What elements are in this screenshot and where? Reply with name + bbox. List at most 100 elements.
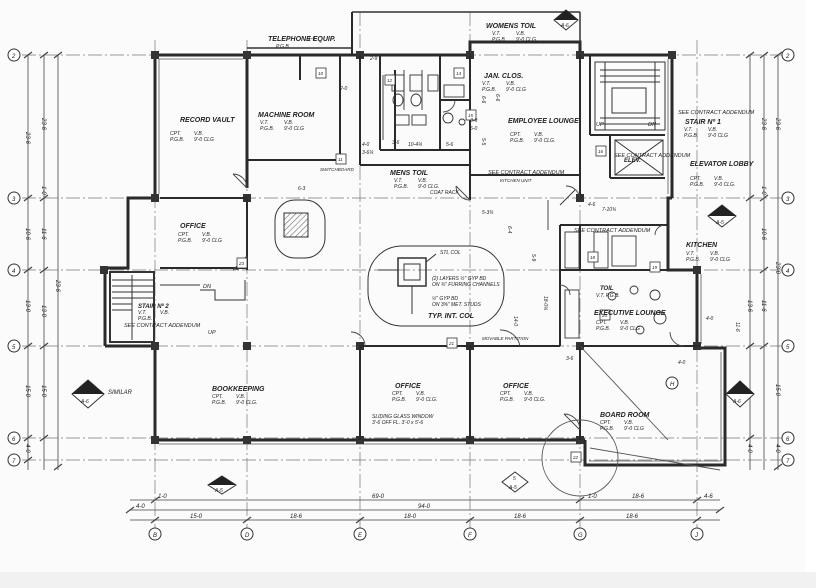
office-east-spec-3: V.B. bbox=[524, 391, 533, 397]
elevator-name: ELEV. bbox=[624, 158, 641, 164]
scan-border-bottom bbox=[0, 572, 816, 588]
dim-right-inner-3: 10-6 bbox=[760, 228, 766, 241]
dim-bottom-18-6b: 18-6 bbox=[290, 514, 303, 520]
elevator-shaft bbox=[614, 139, 664, 176]
board-room-name: BOARD ROOM bbox=[600, 412, 650, 419]
dim-int-23: 1-6 bbox=[308, 36, 315, 42]
grid-row-7-right: 7 bbox=[786, 459, 790, 465]
dim-left-inner-3: 11-6 bbox=[40, 228, 46, 240]
elevator-lobby-name: ELEVATOR LOBBY bbox=[690, 161, 755, 168]
grid-marker-h: H bbox=[670, 382, 675, 388]
note-sliding-glass: SLIDING GLASS WINDOW bbox=[372, 414, 435, 420]
dim-left-outer-1: 23-6 bbox=[24, 131, 30, 145]
record-vault-spec-2: P.G.B. bbox=[170, 137, 184, 143]
mens-toil-name: MENS TOIL bbox=[390, 170, 428, 177]
board-room-detail-circle bbox=[541, 345, 721, 497]
interior-dimensions: 6-3 5-3¾ 4-0 5-6 6-6 7-10¾ 5-9 10-4¼ 18-… bbox=[298, 36, 740, 366]
note-stair1-up: UP bbox=[596, 122, 604, 128]
dim-int-17: 5-5 bbox=[480, 138, 486, 145]
door-tag-1: 10 bbox=[318, 71, 324, 76]
grid-row-5-right: 5 bbox=[786, 345, 790, 351]
record-vault-spec-1: CPT. bbox=[170, 131, 181, 137]
dim-right-outer-4: 4-0 bbox=[774, 444, 780, 453]
dim-int-5: 6-6 bbox=[494, 94, 500, 101]
section-mark-4-sheet: A-6 bbox=[732, 399, 741, 405]
section-mark-3-sheet: A-6 bbox=[80, 399, 89, 405]
dim-int-24: 2-9 bbox=[369, 56, 377, 62]
executive-lounge-name: EXECUTIVE LOUNGE bbox=[594, 310, 666, 317]
mens-toil-spec-3: V.B. bbox=[418, 178, 427, 184]
telephone-alcove bbox=[247, 11, 581, 49]
note-switchboard: SWITCHBOARD bbox=[320, 167, 355, 172]
dim-bottom-18-0: 18-0 bbox=[404, 514, 417, 520]
grid-row-6-right: 6 bbox=[786, 437, 790, 443]
mens-toil-note: COAT RACK bbox=[430, 190, 459, 196]
dimension-lines bbox=[23, 51, 783, 524]
note-met-studs: ON 3⅝" MET. STUDS bbox=[432, 302, 481, 308]
left-dimensions: 23-6 10-6 13-0 15-0 4-0 23-6 1-0 11-6 13… bbox=[24, 117, 60, 453]
room-labels: TELEPHONE EQUIP. P.G.B. WOMENS TOIL V.T.… bbox=[138, 23, 755, 432]
dim-left-outer-2: 10-6 bbox=[24, 228, 30, 241]
record-vault-spec-4: 9'-0 CLG bbox=[194, 137, 214, 143]
section-mark-6-sheet: A-5 bbox=[508, 485, 517, 491]
note-kitchen-unit: KITCHEN UNIT bbox=[500, 178, 533, 183]
womens-toil-spec-2: P.G.B. bbox=[492, 37, 506, 43]
section-mark-fills bbox=[72, 10, 754, 485]
grid-col-f: F bbox=[468, 533, 472, 539]
machine-room-name: MACHINE ROOM bbox=[258, 112, 315, 119]
dim-bottom-15-0: 15-0 bbox=[190, 514, 203, 520]
dim-int-1: 6-3 bbox=[298, 186, 305, 192]
grid-row-6-left: 6 bbox=[12, 437, 16, 443]
employee-lounge-spec-3: V.B. bbox=[534, 132, 543, 138]
employee-lounge-spec-2: P.G.B. bbox=[510, 138, 524, 144]
dim-bottom-1-0b: 1-0 bbox=[588, 494, 597, 500]
note-gyp-bd: ½" GYP BD bbox=[432, 295, 458, 302]
office-west-spec-4: 9'-0 CLG bbox=[202, 238, 222, 244]
kitchen-spec-2: P.G.B. bbox=[686, 257, 700, 263]
section-mark-2-sheet: A-5 bbox=[715, 220, 724, 226]
dim-left-total: 23-6 bbox=[54, 279, 60, 293]
dim-bottom-94-0: 94-0 bbox=[418, 504, 431, 510]
office-mid-spec-2: P.G.B. bbox=[392, 397, 406, 403]
dim-int-21: 4-6 bbox=[588, 202, 595, 208]
stair-1-name: STAIR Nº 1 bbox=[685, 119, 721, 126]
office-west-name: OFFICE bbox=[180, 223, 206, 230]
note-similar: SIMILAR bbox=[108, 390, 133, 396]
note-sliding-glass-spec: 3'-6 OFF FL. 3'-0 x 5'-6 bbox=[372, 420, 423, 426]
telephone-room-spec: P.G.B. bbox=[276, 44, 290, 50]
office-mid-spec-3: V.B. bbox=[416, 391, 425, 397]
section-mark-6-num: 5 bbox=[513, 476, 516, 482]
door-tag-5: 15 bbox=[468, 113, 474, 118]
dim-int-11: 3-6 bbox=[566, 356, 573, 362]
dim-bottom-1-0a: 1-0 bbox=[158, 494, 167, 500]
door-tag-2: 11 bbox=[338, 157, 343, 162]
grid-row-2-right: 2 bbox=[785, 54, 790, 60]
employee-lounge-spec-4: 9'-0 CLG. bbox=[534, 138, 555, 144]
dim-right-inner-5: 13-6 bbox=[746, 300, 752, 313]
dim-int-6: 7-10¾ bbox=[602, 207, 616, 213]
grid-row-4-left: 4 bbox=[12, 269, 16, 275]
dim-right-inner-2: 1-0 bbox=[760, 186, 766, 195]
door-tag-10: 21 bbox=[448, 341, 455, 346]
office-mid-spec-4: 9'-0 CLG. bbox=[416, 397, 437, 403]
grid-bubbles bbox=[7, 48, 795, 541]
dim-right-outer-1: 23-6 bbox=[774, 117, 780, 131]
office-west-spec-3: V.B. bbox=[202, 232, 211, 238]
grid-row-2-left: 2 bbox=[11, 54, 16, 60]
board-room-spec-3: V.B. bbox=[624, 420, 633, 426]
note-typ-int-col: TYP. INT. COL bbox=[428, 313, 474, 320]
executive-lounge-spec-2: P.G.B. bbox=[596, 326, 610, 332]
stair-1-spec-2: P.G.B. bbox=[684, 133, 698, 139]
elevator-lobby-spec-4: 9'-0 CLG. bbox=[714, 182, 735, 188]
grid-row-5-left: 5 bbox=[12, 345, 16, 351]
womens-toil-spec-1: V.T. bbox=[492, 31, 500, 37]
bookkeeping-spec-4: 9'-0 CLG. bbox=[236, 400, 257, 406]
dim-bottom-18-6a: 18-6 bbox=[632, 494, 645, 500]
note-stair1-dn: DN bbox=[648, 122, 656, 128]
grid-row-7-left: 7 bbox=[12, 459, 16, 465]
bookkeeping-name: BOOKKEEPING bbox=[212, 386, 265, 393]
toil-name: TOIL bbox=[600, 286, 614, 292]
section-mark-1-sheet: A-6 bbox=[560, 23, 569, 29]
dim-bottom-69-0: 69-0 bbox=[372, 494, 385, 500]
